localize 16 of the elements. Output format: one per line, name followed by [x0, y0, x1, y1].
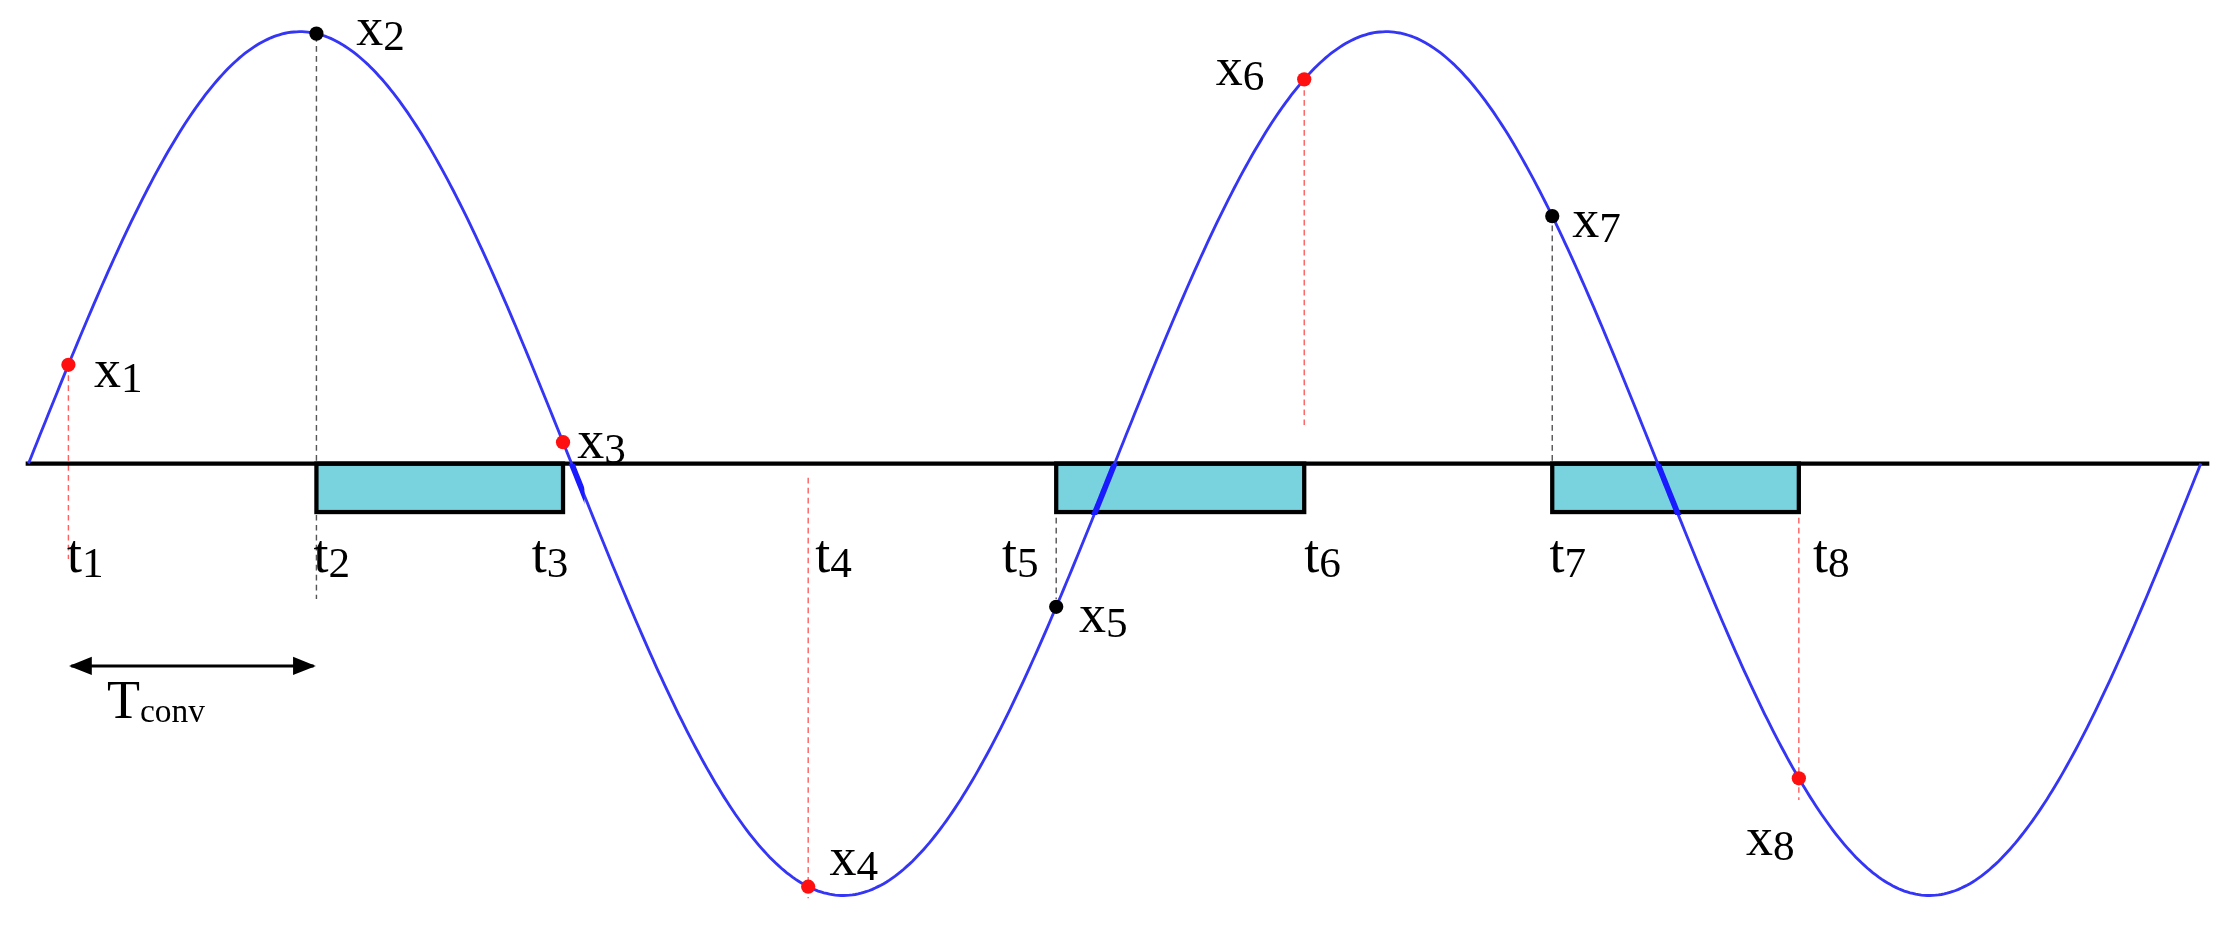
time-label: t$_{5}$	[1002, 527, 1039, 585]
sample-label: x$_{1}$	[94, 342, 143, 400]
time-label: t$_{1}$	[67, 527, 104, 585]
sample-label: x$_{6}$	[1215, 39, 1265, 98]
sample-label: x$_{4}$	[829, 829, 879, 887]
time-label: t$_{6}$	[1304, 527, 1341, 585]
sample-label: x$_{8}$	[1746, 809, 1795, 867]
sample-label: x$_{7}$	[1572, 192, 1621, 250]
time-label: t$_{8}$	[1813, 527, 1850, 585]
time-label: t$_{3}$	[531, 527, 569, 585]
time-label: t$_{4}$	[815, 527, 852, 585]
sample-label: x$_{2}$	[356, 0, 405, 58]
period-label: T$_{conv}$	[106, 672, 205, 728]
time-label: t$_{2}$	[313, 527, 351, 585]
sample-label: x$_{5}$	[1079, 587, 1128, 645]
time-label: t$_{7}$	[1549, 527, 1586, 585]
